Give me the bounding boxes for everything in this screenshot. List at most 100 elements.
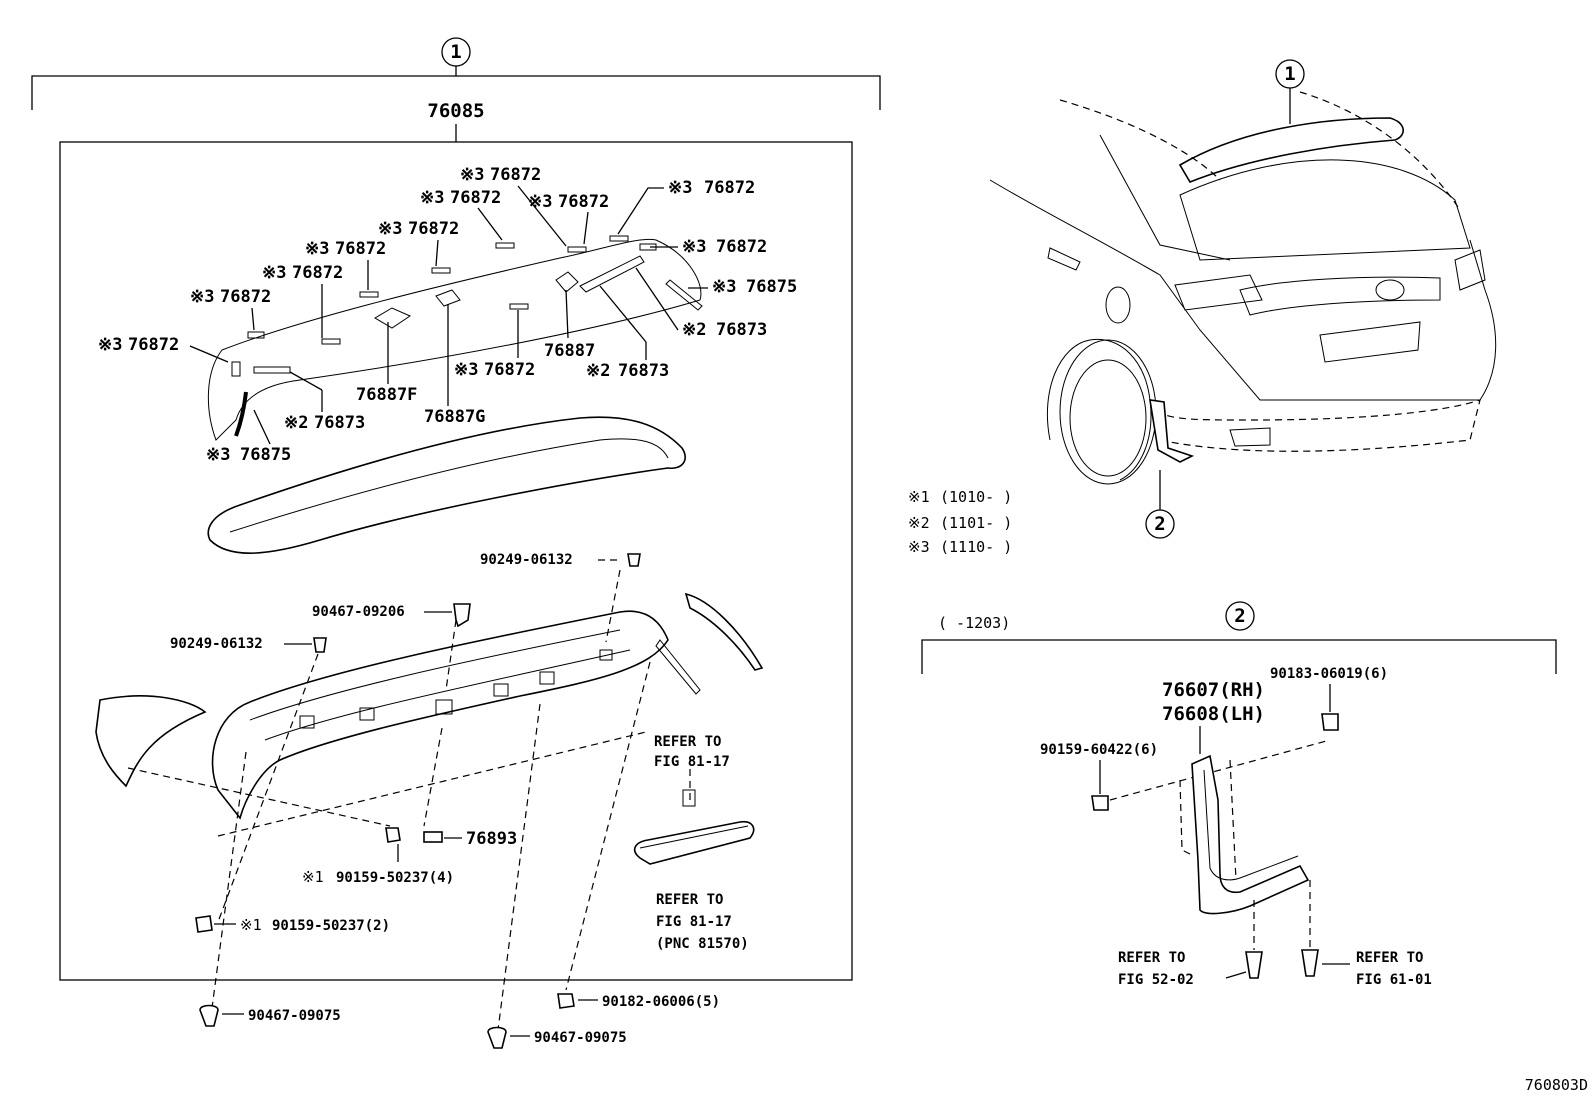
spoiler-base — [95, 592, 764, 865]
mudguard-range: ( -1203) — [938, 614, 1010, 632]
screw-icon — [1091, 795, 1109, 811]
label-90467-09206: 90467-09206 — [312, 604, 405, 620]
mark-3: ※3 — [378, 219, 402, 239]
screw-icon — [385, 827, 401, 843]
label-76872: 76872 — [716, 237, 767, 257]
mark-2: ※2 — [586, 361, 610, 381]
assembly-box — [59, 141, 853, 981]
assembly-number: 76085 — [427, 100, 484, 122]
mark-3: ※3 — [190, 287, 214, 307]
mark-3: ※3 — [262, 263, 286, 283]
note-mark: ※3 — [908, 538, 930, 556]
label-90249-06132: 90249-06132 — [480, 552, 573, 568]
label-76873: 76873 — [314, 413, 365, 433]
label-90183-06019: 90183-06019(6) — [1270, 666, 1388, 682]
bolt-icon — [1245, 951, 1263, 979]
note-mark: ※2 — [908, 514, 930, 532]
mark-3: ※3 — [528, 192, 552, 212]
label-76875: 76875 — [746, 277, 797, 297]
refer-notes-box: REFER TO FIG 81-17 REFER TO FIG 81-17 (P… — [654, 734, 749, 952]
vehicle-rear-view: 1 2 — [989, 59, 1497, 539]
label-76872: 76872 — [128, 335, 179, 355]
callout-1-top: 1 — [450, 41, 461, 63]
label-76872: 76872 — [484, 360, 535, 380]
diagram-code: 760803D — [1525, 1076, 1588, 1094]
label-76893: 76893 — [466, 829, 517, 849]
label-76872: 76872 — [408, 219, 459, 239]
label-76872: 76872 — [450, 188, 501, 208]
mark-3: ※3 — [98, 335, 122, 355]
refer-text: (PNC 81570) — [656, 936, 749, 952]
serial-notes: ※1 (1010- ) ※2 (1101- ) ※3 (1110- ) — [908, 488, 1012, 556]
bolt-icon — [1301, 949, 1319, 977]
mark-3: ※3 — [460, 165, 484, 185]
clip-76893-icon — [423, 831, 443, 843]
mark-1: ※1 — [240, 916, 262, 934]
label-76887: 76887 — [544, 341, 595, 361]
label-76872: 76872 — [558, 192, 609, 212]
mark-2: ※2 — [682, 320, 706, 340]
label-76608-lh: 76608(LH) — [1162, 703, 1265, 725]
nut-icon — [1321, 713, 1339, 731]
grommet-icon — [487, 1026, 507, 1049]
mark-3: ※3 — [420, 188, 444, 208]
grommet-icon — [199, 1004, 219, 1027]
callout-2-car: 2 — [1154, 513, 1165, 535]
label-76872: 76872 — [220, 287, 271, 307]
label-90467-09075: 90467-09075 — [534, 1030, 627, 1046]
callout-2-section: 2 — [1234, 605, 1245, 627]
label-90182-06006: 90182-06006(5) — [602, 994, 720, 1010]
label-76872: 76872 — [335, 239, 386, 259]
refer-text: FIG 81-17 — [656, 914, 732, 930]
note-range: (1010- ) — [940, 488, 1012, 506]
refer-text: FIG 52-02 — [1118, 972, 1194, 988]
mudguard-part — [1191, 754, 1310, 915]
spoiler-cover — [207, 416, 686, 554]
refer-text: FIG 81-17 — [654, 754, 730, 770]
nut-icon — [557, 993, 575, 1009]
clip-icon — [453, 603, 471, 628]
refer-text: REFER TO — [654, 734, 721, 750]
label-76887G: 76887G — [424, 407, 485, 427]
mark-3: ※3 — [682, 237, 706, 257]
label-76873: 76873 — [716, 320, 767, 340]
refer-text: REFER TO — [1118, 950, 1185, 966]
mark-1: ※1 — [302, 868, 324, 886]
label-90159-50237-4: 90159-50237(4) — [336, 870, 454, 886]
assembly-bracket: 1 76085 — [31, 37, 881, 981]
mark-3: ※3 — [454, 360, 478, 380]
label-76875: 76875 — [240, 445, 291, 465]
mark-2: ※2 — [284, 413, 308, 433]
label-90159-60422: 90159-60422(6) — [1040, 742, 1158, 758]
refer-text: FIG 61-01 — [1356, 972, 1432, 988]
note-range: (1101- ) — [940, 514, 1012, 532]
refer-text: REFER TO — [656, 892, 723, 908]
label-76873: 76873 — [618, 361, 669, 381]
note-mark: ※1 — [908, 488, 930, 506]
mark-3: ※3 — [668, 178, 692, 198]
label-76872: 76872 — [704, 178, 755, 198]
clip-icon — [313, 637, 327, 653]
label-76887F: 76887F — [356, 385, 417, 405]
label-76872: 76872 — [292, 263, 343, 283]
leader-lines — [127, 569, 691, 1031]
spoiler-labels: ※3 76872 ※3 76872 ※3 76872 ※3 76872 ※3 7… — [98, 165, 797, 465]
label-90159-50237-2: 90159-50237(2) — [272, 918, 390, 934]
mark-3: ※3 — [305, 239, 329, 259]
clip-icon — [627, 553, 641, 567]
callout-1-car: 1 — [1284, 63, 1295, 85]
mark-3: ※3 — [712, 277, 736, 297]
label-76607-rh: 76607(RH) — [1162, 679, 1265, 701]
label-90467-09075: 90467-09075 — [248, 1008, 341, 1024]
mark-3: ※3 — [206, 445, 230, 465]
spoiler-upper — [207, 235, 703, 441]
screw-icon — [195, 915, 213, 933]
hardware-labels: 90249-06132 90467-09206 90249-06132 ※1 9… — [170, 552, 720, 1049]
note-range: (1110- ) — [940, 538, 1012, 556]
label-76872: 76872 — [490, 165, 541, 185]
mudguard-section: ( -1203) 2 76607(RH) 76608(LH) 90183-060… — [921, 601, 1557, 988]
label-90249-06132: 90249-06132 — [170, 636, 263, 652]
refer-text: REFER TO — [1356, 950, 1423, 966]
